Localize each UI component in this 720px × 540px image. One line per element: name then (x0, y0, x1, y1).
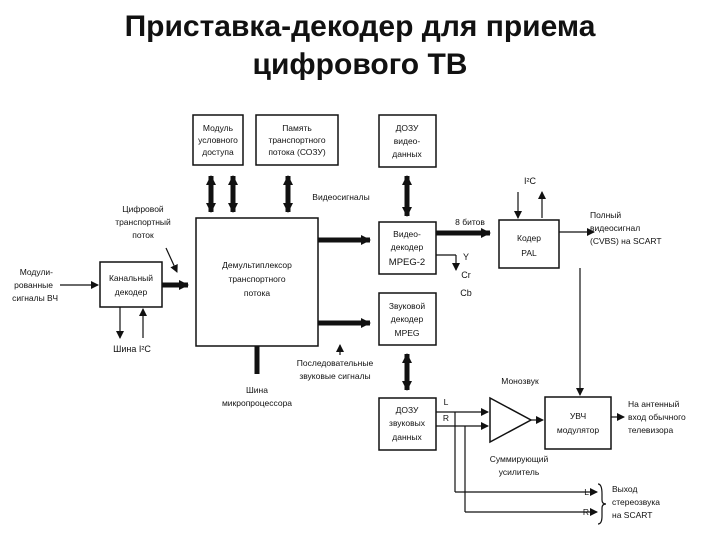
label-digital-ts-2: транспортный (115, 217, 171, 227)
block-pal-coder: Кодер PAL (498, 219, 560, 269)
block-audio-decoder: Звуковой декодер MPEG (378, 292, 437, 346)
label-mono: Монозвук (501, 376, 539, 386)
label-stereo-out-2: стереозвука (612, 497, 660, 507)
label-antenna-1: На антенный (628, 399, 680, 409)
block-cam: Модуль условного доступа (192, 114, 244, 166)
svg-text:декодер: декодер (391, 314, 424, 324)
label-full-video-3: (CVBS) на SCART (590, 236, 662, 246)
svg-text:потока (СОЗУ): потока (СОЗУ) (268, 147, 325, 157)
svg-text:декодер: декодер (115, 287, 148, 297)
block-dram-audio: ДОЗУ звуковых данных (378, 397, 437, 451)
summing-amplifier (489, 396, 533, 444)
svg-text:звуковых: звуковых (389, 418, 426, 428)
label-full-video-1: Полный (590, 210, 621, 220)
block-uhf-modulator: УВЧ модулятор (544, 396, 612, 450)
label-full-video-2: видеосигнал (590, 223, 640, 233)
svg-text:данных: данных (392, 149, 422, 159)
label-video-signals: Видеосигналы (312, 192, 369, 202)
label-serial-audio-1: Последовательные (297, 358, 374, 368)
label-cpu-bus-2: микропроцессора (222, 398, 292, 408)
svg-text:Память: Память (282, 123, 312, 133)
svg-text:потока: потока (244, 288, 271, 298)
block-channel-decoder: Канальный декодер (99, 261, 163, 308)
label-i2c-top: I²C (524, 176, 536, 186)
label-modulated-3: сигналы ВЧ (12, 293, 58, 303)
label-stereo-out-1: Выход (612, 484, 637, 494)
svg-text:ДОЗУ: ДОЗУ (396, 123, 419, 133)
svg-text:транспортного: транспортного (228, 274, 285, 284)
block-demux: Демультиплексор транспортного потока (195, 217, 319, 347)
svg-text:транспортного: транспортного (268, 135, 325, 145)
title-line-1: Приставка-декодер для приема (124, 10, 596, 43)
label-8-bits: 8 битов (455, 217, 485, 227)
svg-text:MPEG-2: MPEG-2 (389, 257, 425, 268)
label-cr: Cr (461, 270, 471, 280)
svg-text:условного: условного (198, 135, 238, 145)
svg-text:Кодер: Кодер (517, 233, 541, 243)
block-ts-memory: Память транспортного потока (СОЗУ) (255, 114, 339, 166)
svg-text:Видео-: Видео- (393, 229, 421, 239)
label-stereo-out-3: на SCART (612, 510, 652, 520)
svg-text:декодер: декодер (391, 242, 424, 252)
label-antenna-2: вход обычного (628, 412, 686, 422)
label-digital-ts-3: поток (132, 230, 154, 240)
block-video-decoder: Видео- декодер MPEG-2 (378, 221, 437, 275)
label-modulated-2: рованные (14, 280, 53, 290)
svg-text:УВЧ: УВЧ (570, 411, 586, 421)
block-dram-video: ДОЗУ видео- данных (378, 114, 437, 168)
label-i2c-bus: Шина I²C (113, 344, 151, 354)
bus-arrows (162, 175, 491, 391)
svg-text:Канальный: Канальный (109, 273, 153, 283)
title-line-2: цифрового ТВ (252, 48, 468, 81)
label-serial-audio-2: звуковые сигналы (299, 371, 370, 381)
label-l1: L (444, 397, 449, 407)
label-r2: R (583, 507, 589, 517)
svg-text:Звуковой: Звуковой (389, 301, 425, 311)
svg-text:MPEG: MPEG (394, 328, 419, 338)
svg-text:PAL: PAL (521, 248, 537, 258)
label-r1: R (443, 413, 449, 423)
label-y: Y (463, 252, 469, 262)
signal-lines (60, 191, 625, 525)
svg-text:Модуль: Модуль (203, 123, 234, 133)
label-modulated-1: Модули- (20, 267, 53, 277)
labels: Цифровой транспортный поток Модули- рова… (12, 176, 686, 520)
svg-text:модулятор: модулятор (557, 425, 599, 435)
svg-text:доступа: доступа (202, 147, 234, 157)
label-cpu-bus-1: Шина (246, 385, 268, 395)
label-summing-1: Суммирующий (490, 454, 549, 464)
svg-text:видео-: видео- (394, 136, 421, 146)
svg-text:Демультиплексор: Демультиплексор (222, 260, 292, 270)
label-cb: Cb (460, 288, 472, 298)
svg-text:ДОЗУ: ДОЗУ (396, 405, 419, 415)
label-digital-ts-1: Цифровой (122, 204, 164, 214)
label-l2: L (584, 487, 589, 497)
label-summing-2: усилитель (499, 467, 540, 477)
svg-text:данных: данных (392, 432, 422, 442)
label-antenna-3: телевизора (628, 425, 673, 435)
